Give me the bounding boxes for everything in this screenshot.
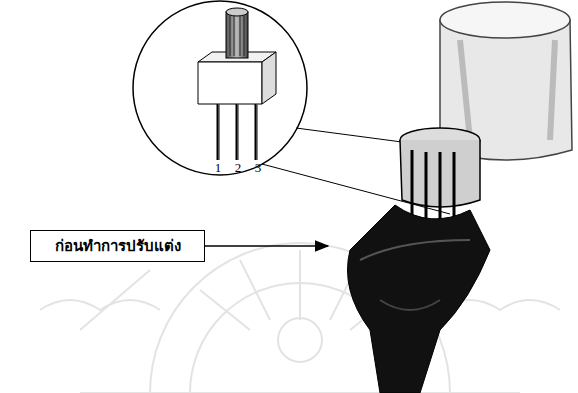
pointer-arrow: [205, 245, 328, 247]
box-label: ก่อนทำการปรับแต่ง: [55, 234, 181, 258]
zoom-circle: [133, 1, 307, 175]
potentiometer: [198, 8, 276, 160]
motor-device: [348, 2, 573, 393]
pin-number: 3: [251, 160, 265, 176]
pin-number: 2: [231, 160, 245, 176]
pin-number: 1: [211, 160, 225, 176]
label-box: ก่อนทำการปรับแต่ง: [30, 230, 205, 262]
